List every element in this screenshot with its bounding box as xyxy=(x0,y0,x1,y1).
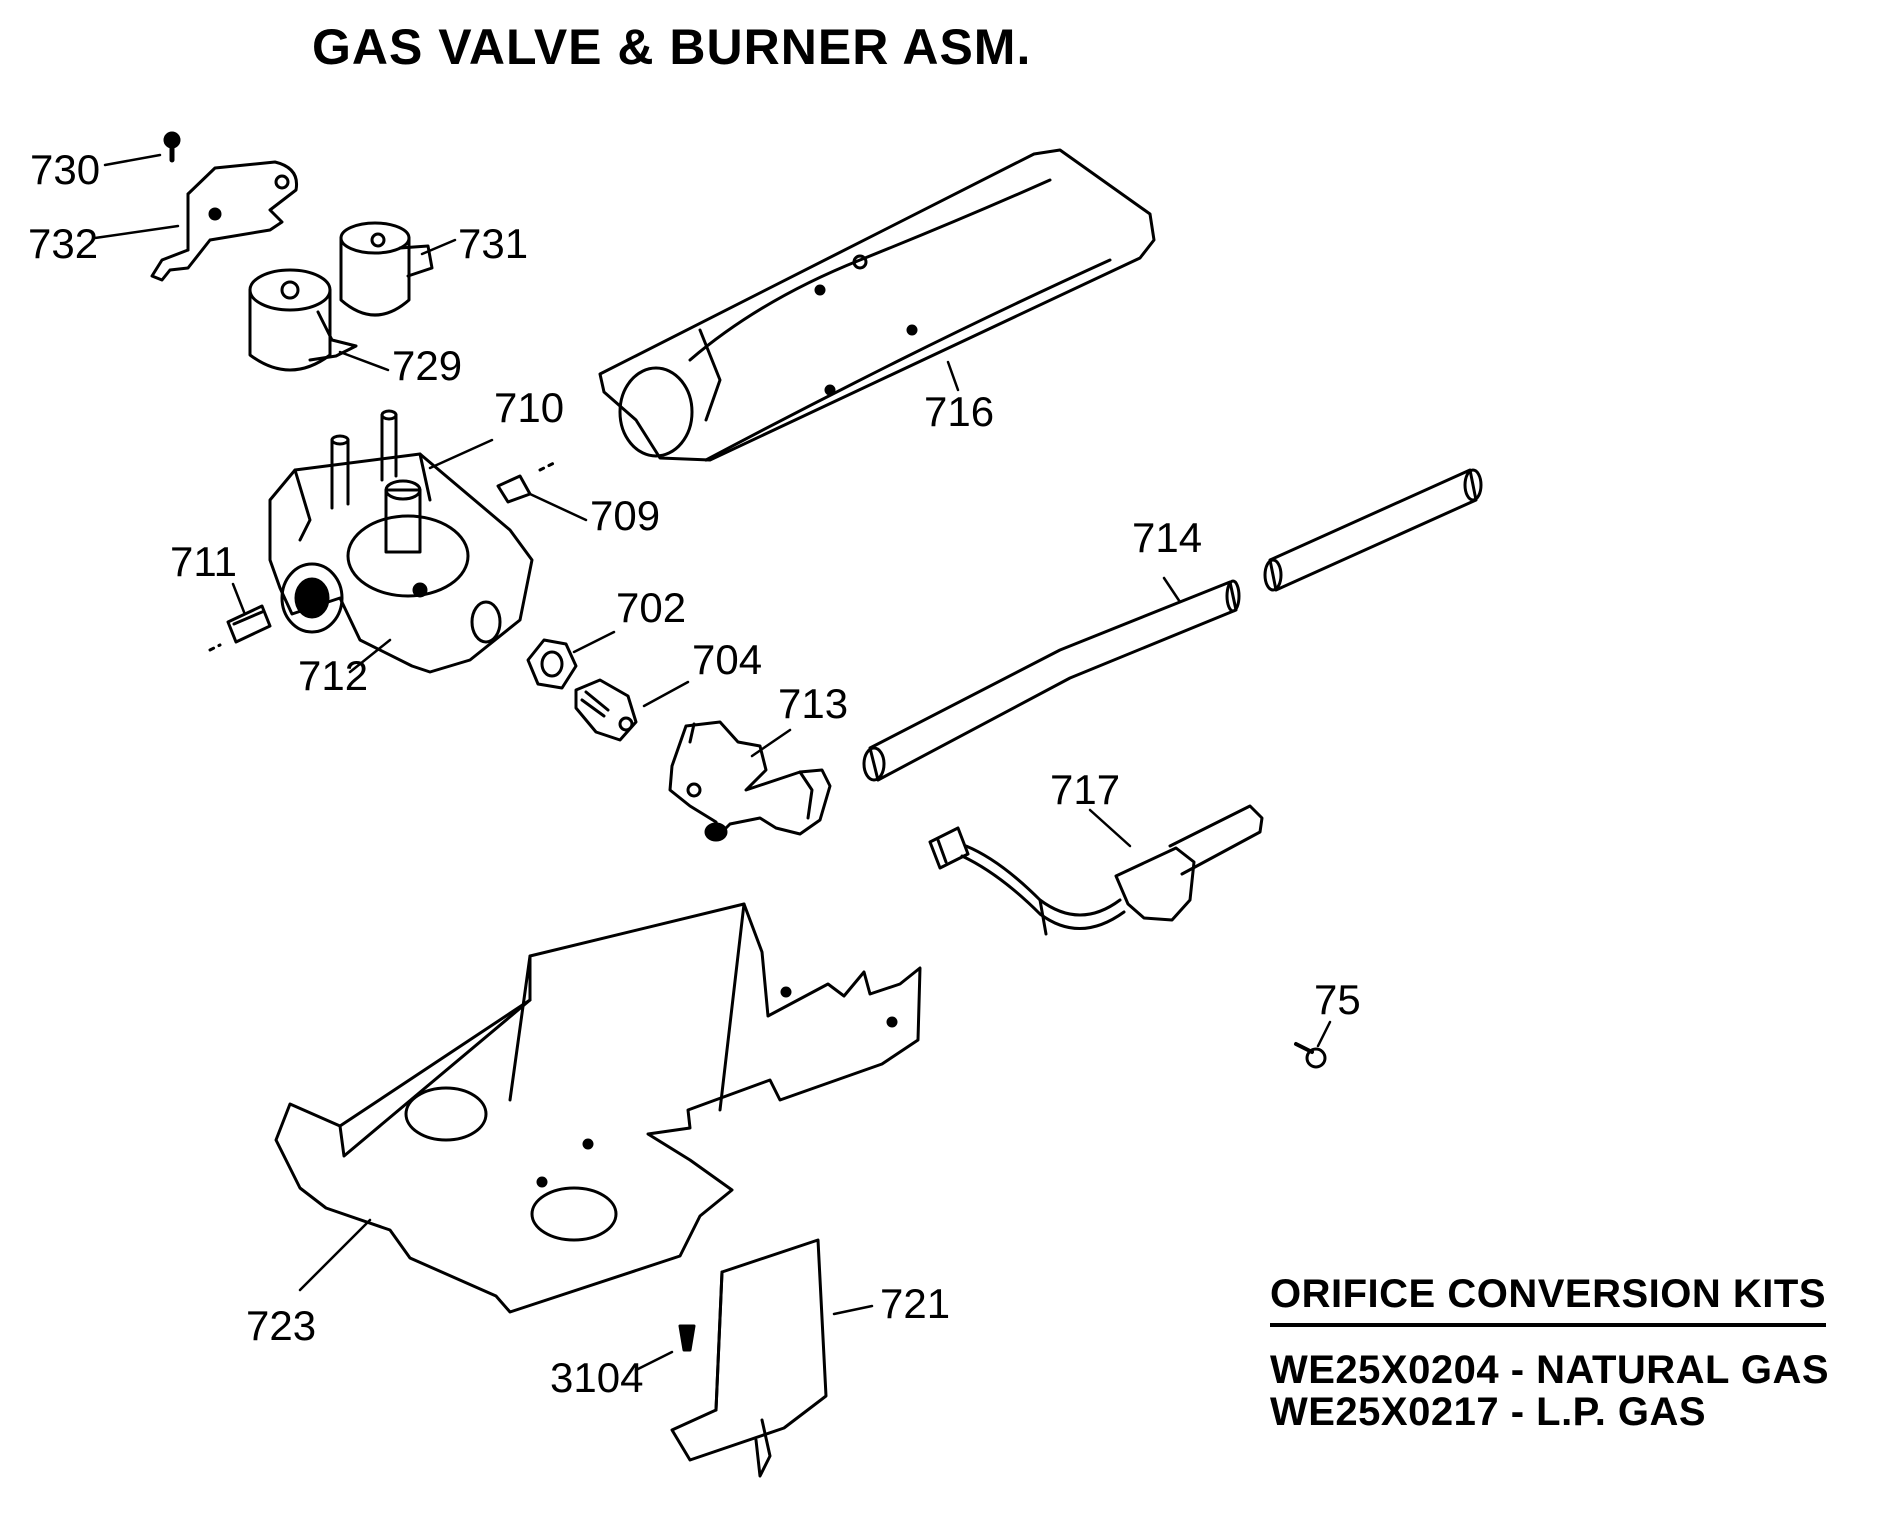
callout-3104: 3104 xyxy=(550,1354,643,1401)
part-704-fitting xyxy=(574,678,638,742)
part-721-cover xyxy=(670,1238,828,1478)
callout-729: 729 xyxy=(392,342,462,389)
kit-list: WE25X0204 - NATURAL GAS WE25X0217 - L.P.… xyxy=(1270,1349,1829,1433)
part-713-elbow-valve xyxy=(668,720,832,842)
kit-item: WE25X0204 - NATURAL GAS xyxy=(1270,1348,1830,1392)
callout-711: 711 xyxy=(170,538,237,585)
orifice-kits-panel: ORIFICE CONVERSION KITS WE25X0204 - NATU… xyxy=(1270,1272,1829,1433)
callout-710: 710 xyxy=(494,384,564,431)
callout-717: 717 xyxy=(1050,766,1120,813)
kits-heading: ORIFICE CONVERSION KITS xyxy=(1270,1272,1826,1327)
callout-732: 732 xyxy=(28,220,98,267)
callout-712: 712 xyxy=(298,652,368,699)
part-712-valve-body xyxy=(268,409,534,674)
callout-716: 716 xyxy=(924,388,994,435)
part-729-coil xyxy=(248,268,358,372)
callout-709: 709 xyxy=(590,492,660,539)
callout-labels: 730 732 731 729 710 709 711 712 702 704 … xyxy=(28,146,1361,1401)
part-711-plug xyxy=(208,604,272,652)
part-732-bracket xyxy=(150,160,299,282)
part-730-screw xyxy=(163,131,181,163)
callout-723: 723 xyxy=(246,1302,316,1349)
part-3104-screw xyxy=(678,1324,696,1352)
part-709-orifice xyxy=(496,460,558,504)
part-723-base-plate xyxy=(274,902,922,1314)
diagram-title: GAS VALVE & BURNER ASM. xyxy=(312,19,1032,75)
kit-item: WE25X0217 - L.P. GAS xyxy=(1270,1390,1707,1434)
leader-lines xyxy=(93,153,1332,1372)
callout-75: 75 xyxy=(1314,976,1361,1023)
callout-704: 704 xyxy=(692,636,762,683)
part-702-nut xyxy=(526,638,578,690)
part-716-burner xyxy=(598,148,1156,462)
part-717-igniter xyxy=(928,804,1264,936)
callout-721: 721 xyxy=(880,1280,950,1327)
callout-714: 714 xyxy=(1132,514,1202,561)
part-731-coil xyxy=(339,221,434,317)
callout-713: 713 xyxy=(778,680,848,727)
part-714-pipe xyxy=(862,468,1483,782)
part-75-screw xyxy=(1294,1042,1327,1069)
callout-731: 731 xyxy=(458,220,528,267)
callout-730: 730 xyxy=(30,146,100,193)
callout-702: 702 xyxy=(616,584,686,631)
